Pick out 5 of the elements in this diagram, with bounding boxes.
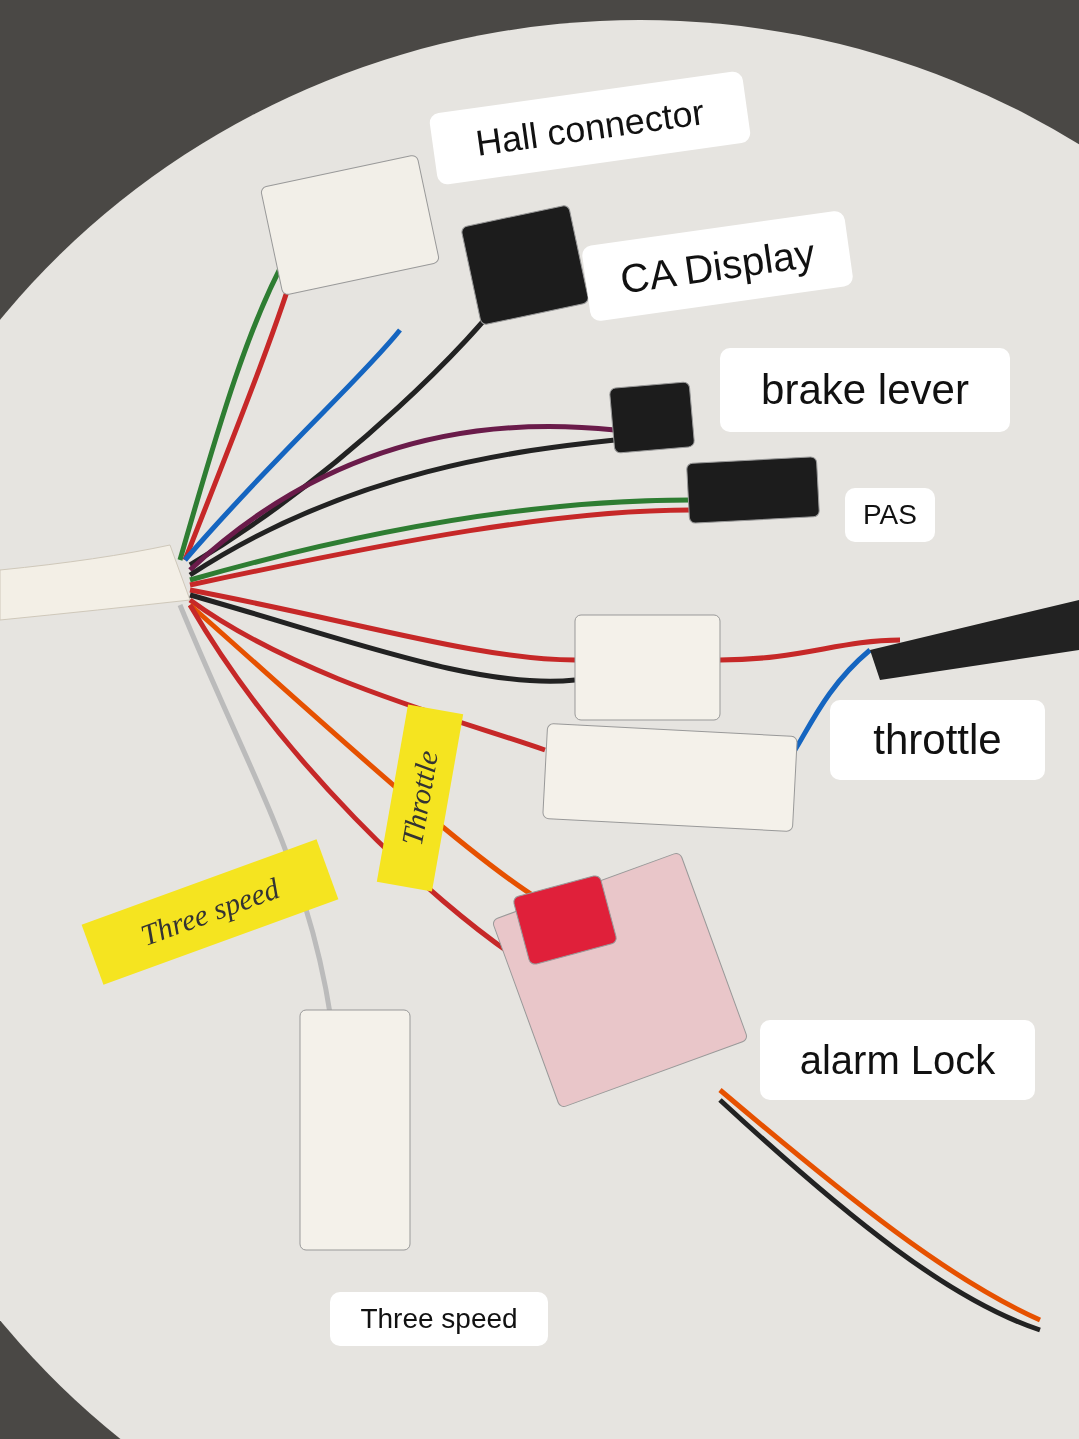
callout-label: throttle <box>830 700 1045 780</box>
callout-label: Three speed <box>330 1292 548 1346</box>
callout-label: alarm Lock <box>760 1020 1035 1100</box>
callout-label: brake lever <box>720 348 1010 432</box>
callout-label: PAS <box>845 488 935 542</box>
